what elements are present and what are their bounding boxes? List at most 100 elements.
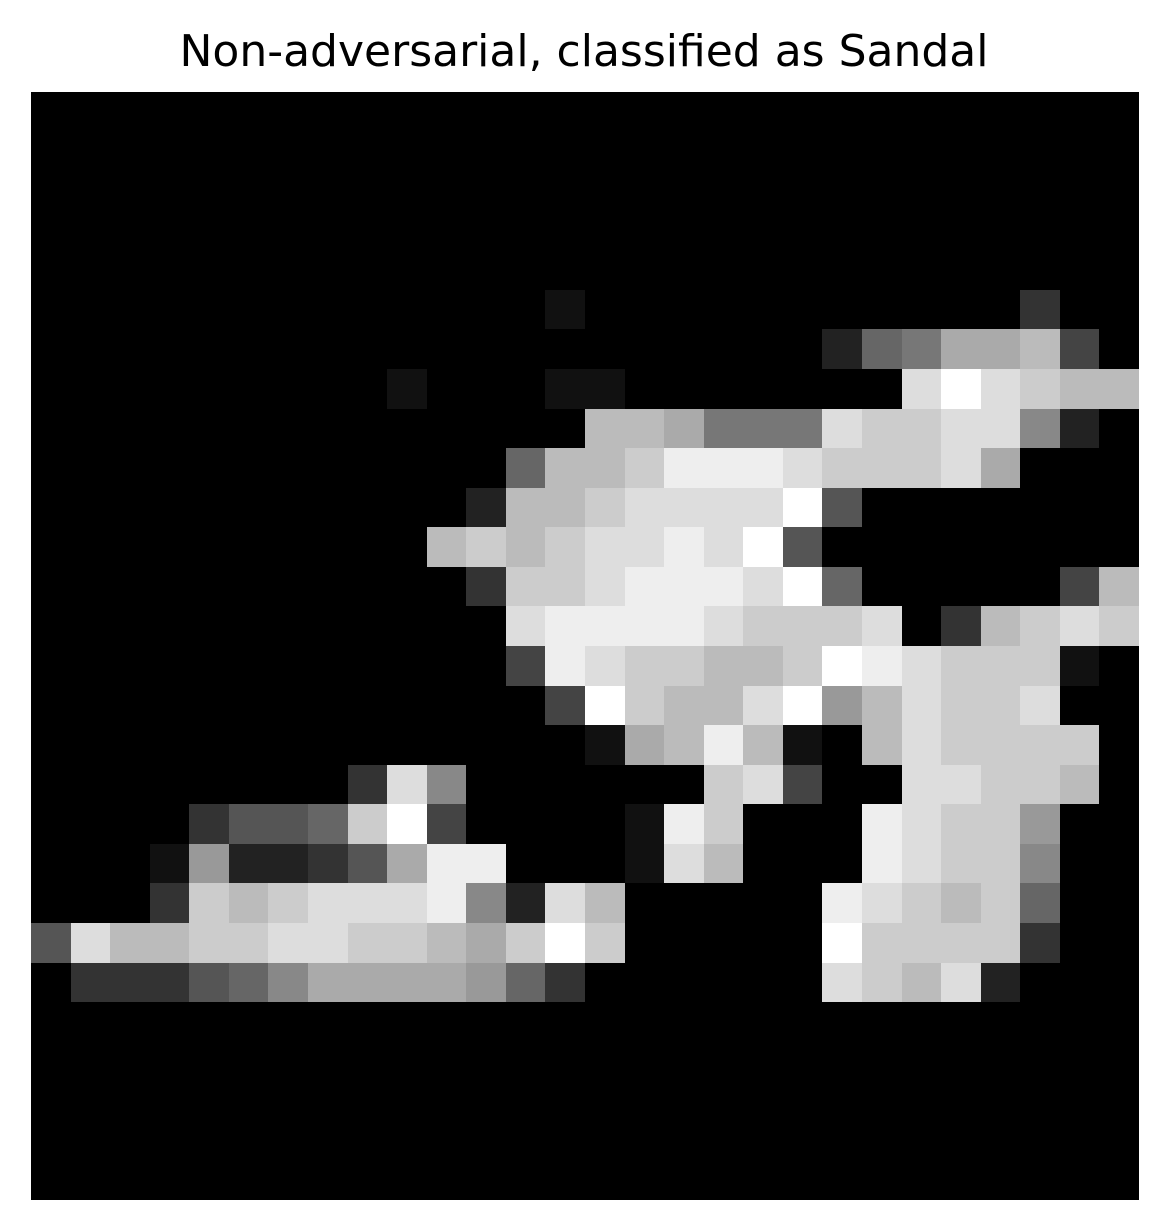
pixel <box>505 566 546 607</box>
pixel <box>189 448 229 488</box>
figure-title: Non-adversarial, classified as Sandal <box>179 26 989 77</box>
pixel <box>31 1081 71 1121</box>
pixel <box>347 131 388 172</box>
pixel <box>941 369 981 409</box>
pixel <box>585 1120 625 1161</box>
pixel <box>822 725 862 765</box>
pixel <box>110 250 150 290</box>
pixel <box>387 1160 427 1200</box>
pixel <box>624 210 665 251</box>
pixel <box>545 131 585 172</box>
pixel <box>426 923 467 963</box>
pixel <box>110 685 150 726</box>
pixel <box>664 131 704 172</box>
pixel <box>347 1041 388 1082</box>
pixel <box>189 1081 229 1121</box>
pixel <box>980 527 1021 567</box>
pixel <box>387 1120 427 1161</box>
pixel <box>228 289 269 330</box>
pixel <box>782 250 823 290</box>
pixel <box>505 646 546 686</box>
pixel <box>1020 408 1060 449</box>
pixel <box>1020 1002 1060 1042</box>
pixel <box>228 131 269 172</box>
pixel <box>70 131 111 172</box>
pixel <box>1020 92 1060 132</box>
pixel <box>545 92 585 132</box>
pixel <box>743 962 783 1003</box>
pixel <box>308 725 348 765</box>
pixel <box>189 408 229 449</box>
pixel <box>149 685 190 726</box>
pixel <box>466 804 506 844</box>
pixel <box>70 408 111 449</box>
pixel <box>743 329 783 369</box>
pixel <box>149 764 190 805</box>
pixel <box>268 171 308 211</box>
pixel <box>585 527 625 567</box>
pixel <box>901 369 942 409</box>
pixel <box>1059 1160 1100 1200</box>
pixel <box>822 171 862 211</box>
pixel <box>743 923 783 963</box>
pixel <box>347 725 388 765</box>
pixel <box>70 250 111 290</box>
pixel <box>505 487 546 528</box>
pixel <box>743 883 783 923</box>
pixel <box>347 566 388 607</box>
pixel <box>585 685 625 726</box>
pixel <box>782 962 823 1003</box>
pixel <box>782 606 823 646</box>
pixel <box>426 289 467 330</box>
pixel <box>1020 487 1060 528</box>
pixel <box>585 923 625 963</box>
pixel <box>585 1041 625 1082</box>
pixel <box>189 131 229 172</box>
pixel <box>505 210 546 251</box>
pixel <box>703 1041 744 1082</box>
pixel <box>901 329 942 369</box>
pixel <box>1020 1120 1060 1161</box>
pixel <box>822 408 862 449</box>
pixel <box>387 606 427 646</box>
pixel <box>624 1081 665 1121</box>
pixel <box>743 1081 783 1121</box>
pixel <box>901 487 942 528</box>
pixel <box>862 289 902 330</box>
pixel <box>110 725 150 765</box>
pixel <box>347 962 388 1003</box>
pixel <box>1099 131 1139 172</box>
pixel <box>901 171 942 211</box>
pixel <box>980 685 1021 726</box>
pixel <box>110 92 150 132</box>
pixel <box>585 250 625 290</box>
pixel <box>387 923 427 963</box>
pixel <box>941 646 981 686</box>
pixel <box>545 962 585 1003</box>
pixel <box>189 804 229 844</box>
pixel <box>743 843 783 884</box>
pixel <box>585 487 625 528</box>
pixel <box>664 408 704 449</box>
pixel <box>1020 329 1060 369</box>
pixel <box>189 725 229 765</box>
pixel <box>426 1041 467 1082</box>
pixel <box>862 804 902 844</box>
pixel <box>862 764 902 805</box>
pixel <box>110 883 150 923</box>
pixel <box>901 923 942 963</box>
pixel <box>268 843 308 884</box>
pixel <box>189 92 229 132</box>
pixel <box>664 843 704 884</box>
pixel <box>703 646 744 686</box>
pixel <box>31 289 71 330</box>
pixel <box>228 923 269 963</box>
pixel <box>228 448 269 488</box>
pixel <box>31 962 71 1003</box>
pixel <box>149 566 190 607</box>
pixel <box>466 171 506 211</box>
pixel <box>505 131 546 172</box>
pixel <box>70 606 111 646</box>
pixel <box>743 764 783 805</box>
pixel <box>426 171 467 211</box>
